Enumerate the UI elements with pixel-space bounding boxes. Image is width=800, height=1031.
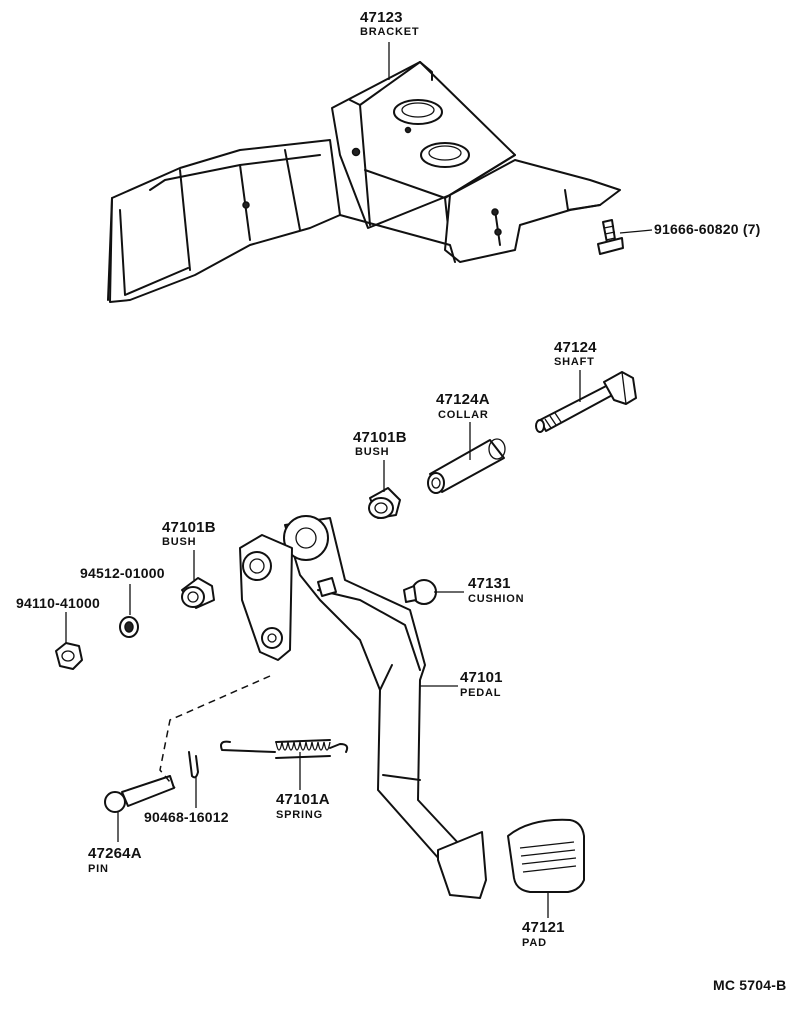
assembly-dashed-line: [159, 675, 271, 789]
pin-name: PIN: [88, 863, 109, 875]
pad-name: PAD: [522, 937, 547, 949]
washer-part: [119, 616, 139, 638]
bush-upper-number: 47101B: [353, 429, 407, 446]
collar-name: COLLAR: [438, 409, 489, 421]
cushion-number: 47131: [468, 575, 511, 592]
bracket-part: [107, 61, 621, 303]
bush-upper-name: BUSH: [355, 446, 390, 458]
pin-number: 47264A: [88, 845, 142, 862]
bolt-code: 91666-60820 (7): [654, 221, 761, 237]
nut-part: [55, 642, 83, 670]
bush-lower-name: BUSH: [162, 536, 197, 548]
leader-bolt: [619, 229, 653, 234]
pin-part: [104, 775, 175, 813]
pedal-part: [239, 515, 487, 899]
bush-lower-part: [181, 577, 215, 609]
bush-upper-part: [368, 487, 401, 519]
bracket-number: 47123: [360, 9, 403, 26]
collar-part: [427, 438, 506, 494]
clip-code: 90468-16012: [144, 809, 229, 825]
collar-number: 47124A: [436, 391, 490, 408]
cushion-name: CUSHION: [468, 593, 525, 605]
diagram-code: MC 5704-B: [713, 977, 787, 993]
bolt-part: [597, 219, 624, 255]
spring-number: 47101A: [276, 791, 330, 808]
bracket-name: BRACKET: [360, 26, 420, 38]
washer-code: 94512-01000: [80, 565, 165, 581]
spring-part: [220, 739, 349, 759]
pad-number: 47121: [522, 919, 565, 936]
pedal-number: 47101: [460, 669, 503, 686]
cushion-part: [403, 579, 437, 605]
shaft-name: SHAFT: [554, 356, 595, 368]
shaft-number: 47124: [554, 339, 597, 356]
bush-lower-number: 47101B: [162, 519, 216, 536]
spring-name: SPRING: [276, 809, 323, 821]
clip-part: [188, 751, 199, 779]
pad-part: [507, 818, 585, 893]
nut-code: 94110-41000: [16, 595, 100, 611]
shaft-part: [535, 371, 637, 433]
pedal-name: PEDAL: [460, 687, 502, 699]
